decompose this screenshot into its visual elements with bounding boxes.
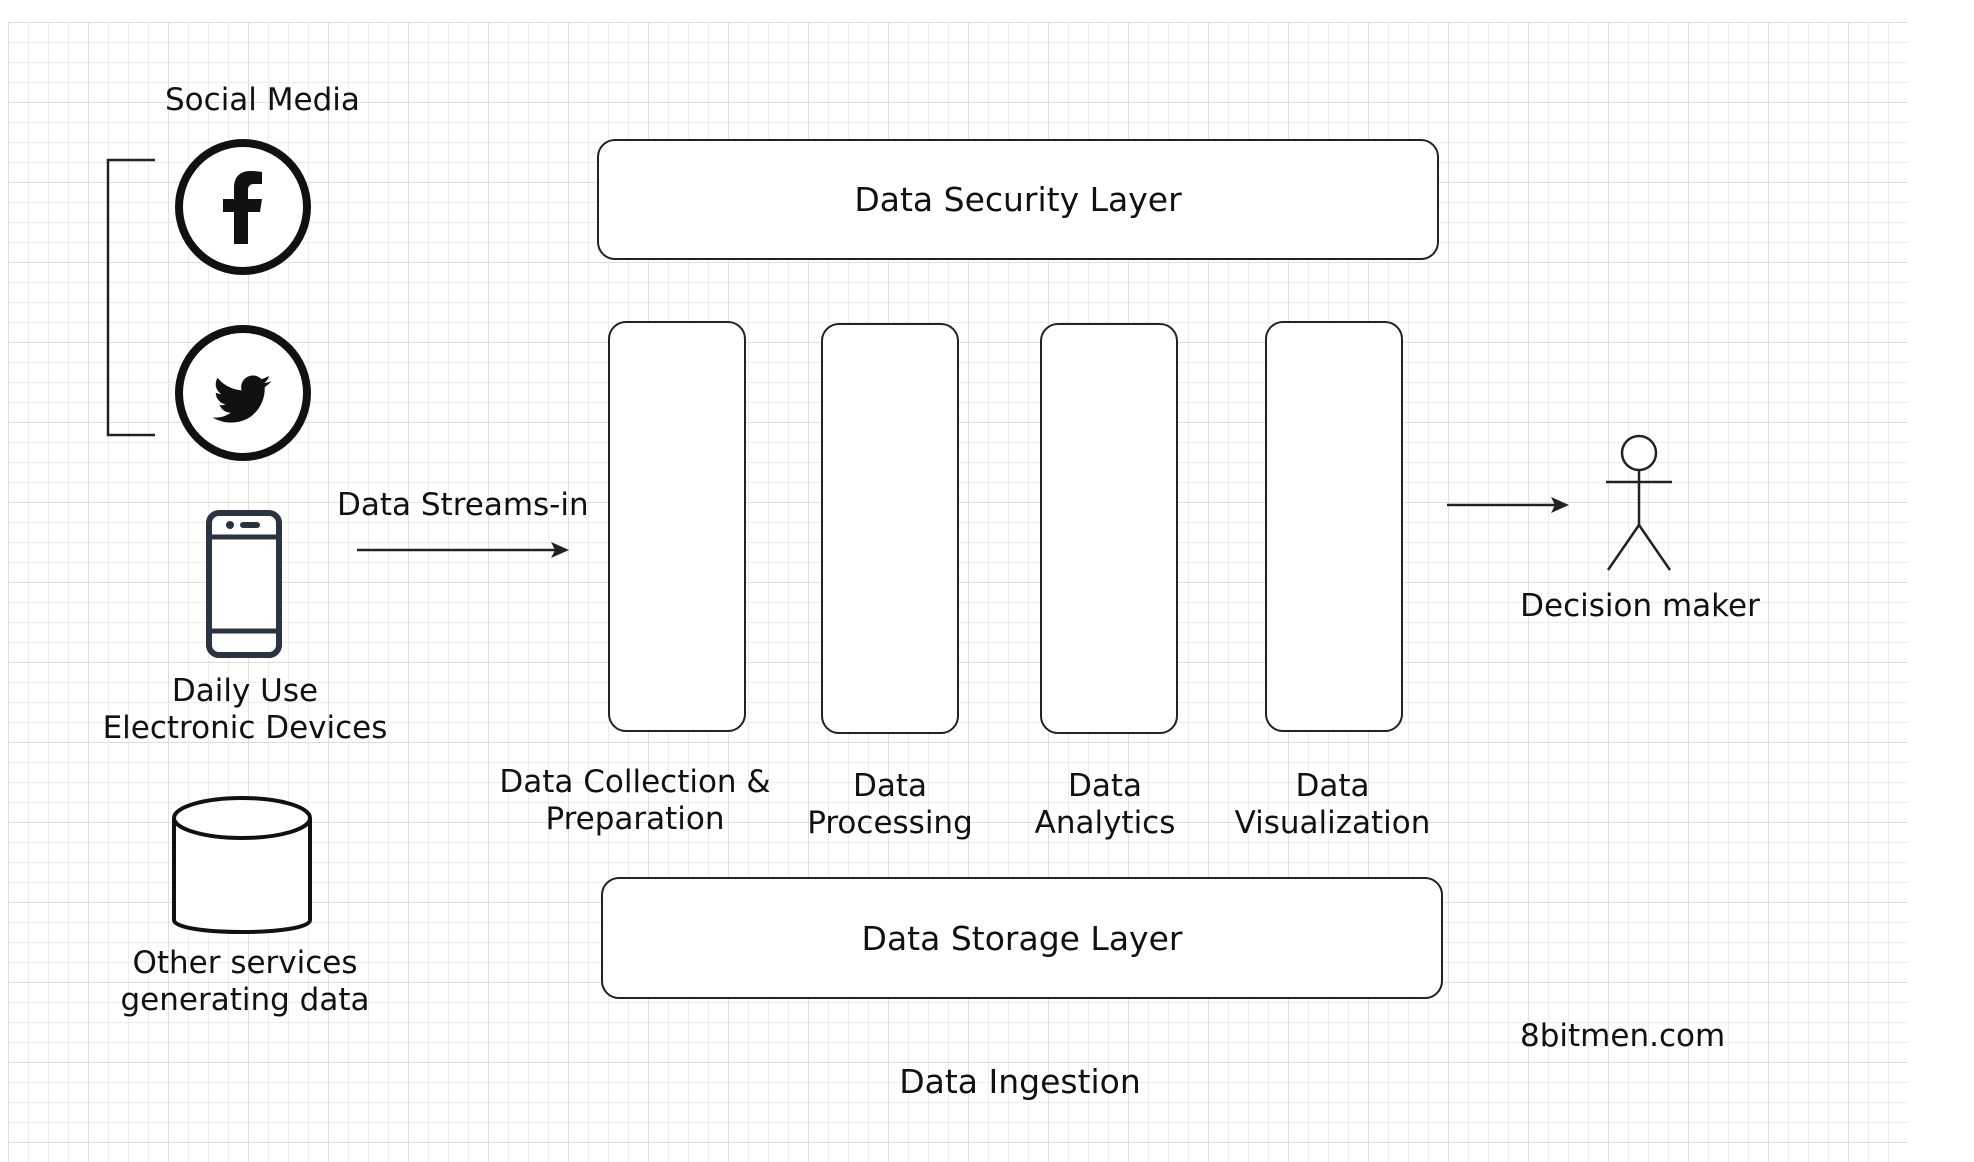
services-label-line1: Other services bbox=[132, 945, 358, 981]
security-layer-label: Data Security Layer bbox=[854, 180, 1182, 219]
data-ingestion-label: Data Ingestion bbox=[899, 1062, 1141, 1101]
services-label-line2: generating data bbox=[120, 982, 370, 1018]
stage-box-processing bbox=[821, 323, 959, 734]
stage-label-collection-line2: Preparation bbox=[545, 801, 725, 837]
stage-label-visualization-line2: Visualization bbox=[1234, 805, 1431, 841]
storage-layer-label: Data Storage Layer bbox=[861, 918, 1183, 958]
database-icon bbox=[172, 796, 312, 934]
data-streams-label: Data Streams-in bbox=[337, 487, 589, 523]
stage-box-visualization bbox=[1265, 321, 1403, 732]
stage-box-analytics bbox=[1040, 323, 1178, 734]
social-media-bracket bbox=[106, 158, 155, 437]
facebook-icon bbox=[175, 139, 311, 275]
stage-label-visualization-line1: Data bbox=[1295, 768, 1370, 804]
output-arrow bbox=[1447, 497, 1569, 513]
stage-box-collection bbox=[608, 321, 746, 732]
devices-label-line1: Daily Use bbox=[171, 673, 319, 709]
watermark-text: 8bitmen.com bbox=[1520, 1018, 1726, 1054]
stage-label-processing-line1: Data bbox=[852, 768, 928, 804]
devices-label-line2: Electronic Devices bbox=[102, 710, 388, 746]
data-security-layer: Data Security Layer bbox=[597, 139, 1439, 260]
stage-label-collection-line1: Data Collection & bbox=[499, 764, 771, 800]
stage-label-analytics-line2: Analytics bbox=[1034, 805, 1176, 841]
data-storage-layer: Data Storage Layer bbox=[601, 877, 1443, 999]
twitter-icon bbox=[175, 325, 311, 461]
social-media-label: Social Media bbox=[165, 82, 360, 118]
streams-in-arrow bbox=[357, 542, 569, 558]
decision-maker-icon bbox=[1606, 434, 1672, 571]
decision-maker-label: Decision maker bbox=[1520, 588, 1760, 624]
smartphone-icon bbox=[206, 510, 282, 658]
stage-label-processing-line2: Processing bbox=[807, 805, 973, 841]
stage-label-analytics-line1: Data bbox=[1067, 768, 1143, 804]
